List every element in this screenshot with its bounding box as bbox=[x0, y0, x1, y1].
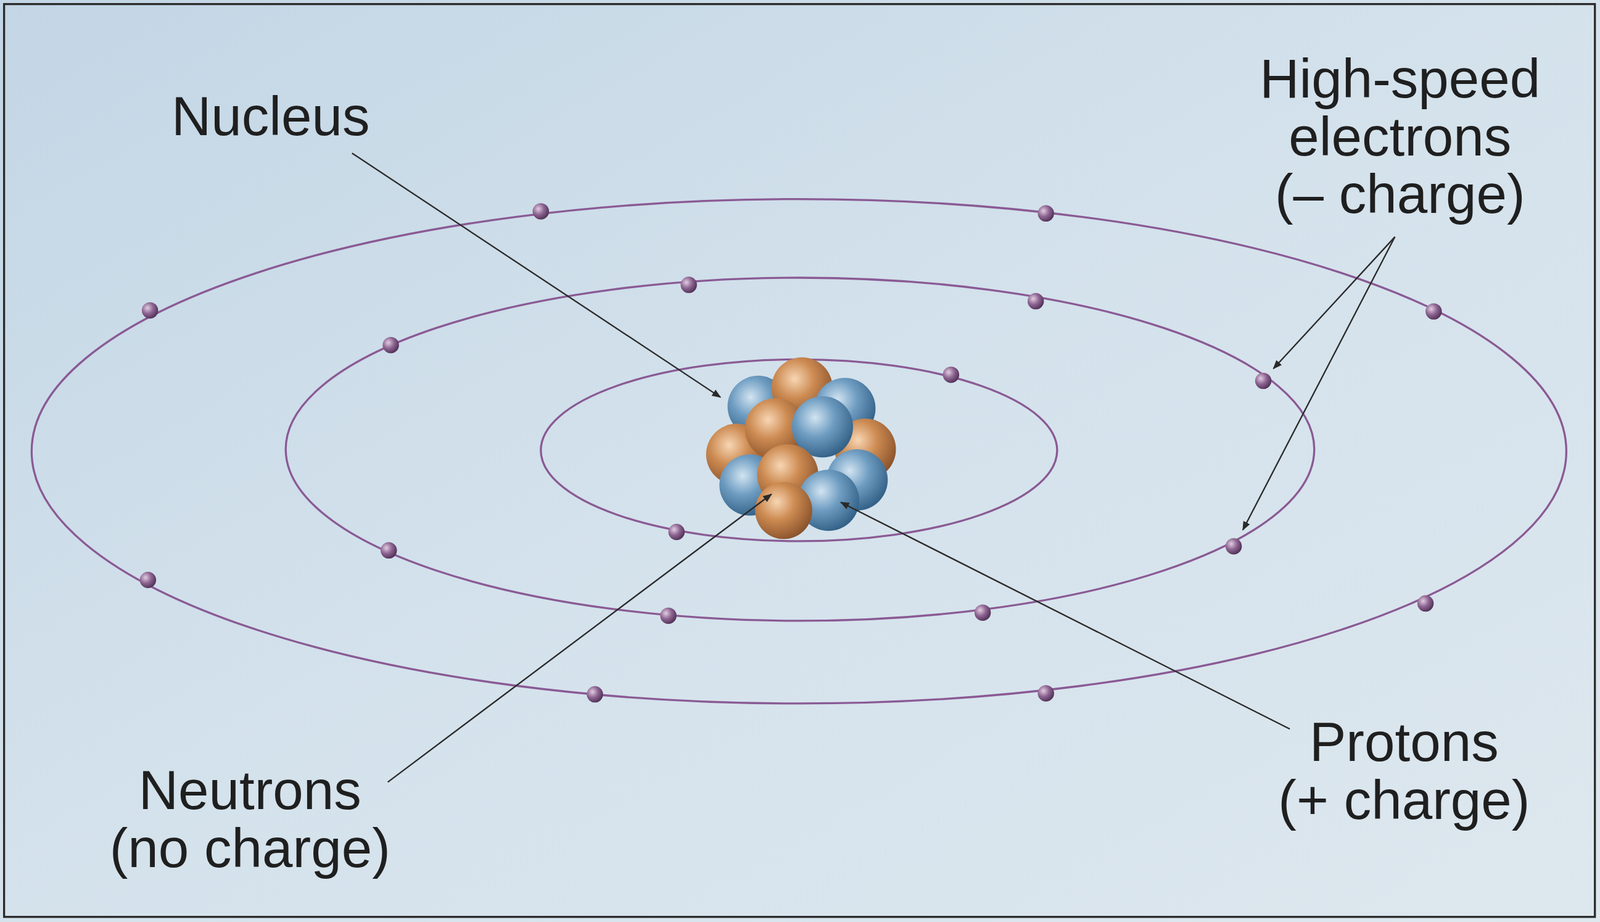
part-label: Protons (+ charge) bbox=[1277, 713, 1531, 829]
electron bbox=[1417, 595, 1434, 612]
electron bbox=[1225, 537, 1242, 554]
part-label: High-speed electrons (– charge) bbox=[1258, 49, 1542, 223]
middle-orbit bbox=[285, 277, 1315, 621]
leader-line bbox=[352, 152, 721, 397]
electron bbox=[1425, 302, 1442, 319]
outer-orbit bbox=[31, 199, 1567, 704]
electron bbox=[680, 276, 697, 293]
leader-line bbox=[387, 494, 772, 783]
electron bbox=[1027, 292, 1044, 310]
electron bbox=[380, 542, 397, 559]
frame bbox=[4, 4, 1596, 917]
electron bbox=[974, 603, 991, 620]
electron bbox=[532, 202, 549, 219]
electron bbox=[943, 366, 960, 383]
electron bbox=[140, 571, 157, 588]
leader-line bbox=[1242, 236, 1395, 530]
electron bbox=[1037, 684, 1054, 701]
electron bbox=[382, 336, 399, 353]
electron bbox=[668, 523, 685, 540]
nucleus bbox=[706, 357, 897, 539]
leader-line bbox=[1273, 236, 1396, 369]
electron bbox=[141, 302, 158, 319]
part-label: Neutrons (no charge) bbox=[108, 761, 392, 877]
leader-line bbox=[840, 502, 1290, 729]
electron bbox=[659, 606, 677, 623]
electron bbox=[1255, 372, 1272, 389]
proton bbox=[754, 481, 813, 540]
part-label: Nucleus bbox=[171, 87, 372, 145]
electron bbox=[1037, 205, 1054, 222]
electron bbox=[586, 685, 603, 702]
